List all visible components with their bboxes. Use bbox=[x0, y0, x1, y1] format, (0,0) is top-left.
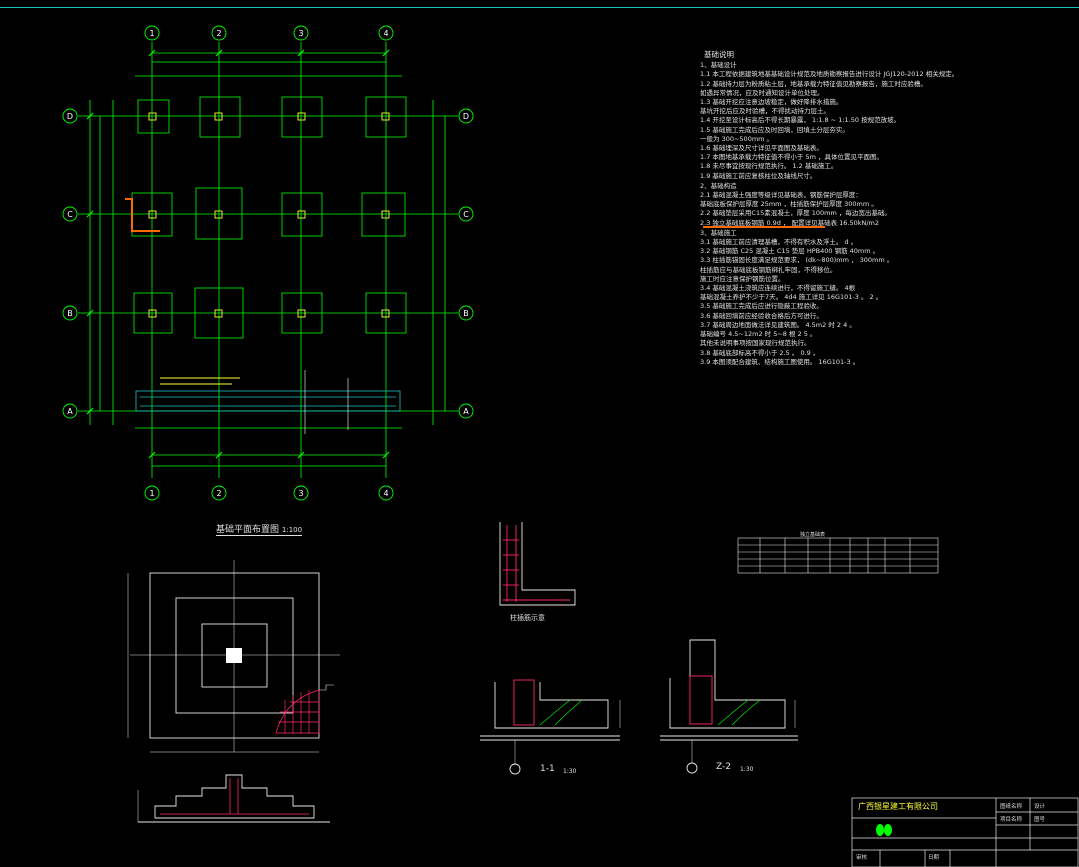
notes-line: 基础混凝土养护不少于7天。 4d4 施工详见 16G101-3 。 2 。 bbox=[700, 293, 883, 302]
notes-line: 3.9 本图须配合建筑、结构施工图使用。 16G101-3 。 bbox=[700, 357, 860, 366]
title-block-cell: 图纸名称 bbox=[1000, 804, 1023, 810]
general-notes: 基础说明 1、基础设计 1.1 本工程依据建筑地基基础设计规范及地质勘察报告进行… bbox=[700, 50, 1070, 367]
title-block-cell: 日期 bbox=[928, 855, 940, 861]
notes-line: 如遇异常情况，应及时通知设计单位处理。 bbox=[700, 88, 824, 97]
company-name: 广西银星建工有限公司 bbox=[858, 802, 938, 811]
notes-line: 1.1 本工程依据建筑地基基础设计规范及地质勘察报告进行设计 JGJ120-20… bbox=[700, 70, 959, 79]
notes-line: 其他未说明事项按国家现行规范执行。 bbox=[700, 339, 811, 348]
notes-section-head: 2、基础构造 bbox=[700, 181, 737, 190]
notes-section-2: 2、基础构造 2.1 基础混凝土强度等级详见基础表，钢筋保护层厚度： 基础底板保… bbox=[700, 182, 1070, 228]
axis-label-left-d: D bbox=[67, 112, 73, 121]
notes-line: 1.3 基础开挖应注意边坡稳定，做好降排水措施。 bbox=[700, 98, 843, 107]
axis-label-right-d: D bbox=[463, 112, 469, 121]
title-block bbox=[851, 797, 1079, 867]
axis-bubbles bbox=[62, 25, 474, 501]
notes-line: 1.6 基础埋深及尺寸详见平面图及基础表。 bbox=[700, 144, 823, 153]
notes-line: 基础底板保护层厚度 25mm ，柱插筋保护层厚度 300mm 。 bbox=[700, 200, 878, 209]
notes-line: 2.2 基础垫层采用C15素混凝土，厚度 100mm ，每边宽出基础。 bbox=[700, 209, 891, 218]
plan-title-text: 基础平面布置图 bbox=[216, 525, 280, 535]
notes-line: 3.4 基础混凝土浇筑应连续进行，不得留施工缝。 4根 bbox=[700, 284, 856, 293]
axis-label-top-1: 1 bbox=[149, 29, 154, 38]
notes-line: 1.7 本图地基承载力特征值不得小于 5m ，具体位置见平面图。 bbox=[700, 153, 884, 162]
notes-section-head: 1、基础设计 bbox=[700, 61, 737, 70]
axis-label-bottom-1: 1 bbox=[149, 489, 154, 498]
axis-label-bottom-2: 2 bbox=[216, 489, 221, 498]
notes-line: 3.2 基础钢筋 C25 混凝土 C15 垫层 HPB400 钢筋 40mm 。 bbox=[700, 247, 880, 256]
notes-line: 基坑开挖后应及时验槽，不得扰动持力层土。 bbox=[700, 107, 830, 116]
axis-label-bottom-4: 4 bbox=[383, 489, 388, 498]
notes-line: 柱插筋应与基础底板钢筋绑扎牢固，不得移位。 bbox=[700, 265, 837, 274]
section-z-2-scale: 1:30 bbox=[740, 766, 754, 773]
footing-elevation bbox=[137, 774, 330, 823]
foundation-plan bbox=[78, 42, 458, 478]
title-block-cell: 图号 bbox=[1034, 817, 1046, 823]
notes-line: 基础编号 4.5~12m2 时 5~8 根 2 5 。 bbox=[700, 330, 817, 339]
notes-line: 3.8 基础底部标高不得小于 2.5 。 0.9 。 bbox=[700, 348, 820, 357]
notes-section-1: 1、基础设计 1.1 本工程依据建筑地基基础设计规范及地质勘察报告进行设计 JG… bbox=[700, 61, 1070, 181]
notes-section-head: 3、基础施工 bbox=[700, 228, 737, 237]
section-z-2 bbox=[660, 639, 798, 774]
top-border-line bbox=[0, 7, 1079, 8]
notes-line: 3.1 基础施工前应清理基槽，不得有积水及浮土。 d 。 bbox=[700, 238, 858, 247]
notes-line: 2.3 独立基础底板钢筋 0.9d ， 配置详见基础表 16.50kN/m2 bbox=[700, 218, 880, 227]
axis-label-left-c: C bbox=[67, 210, 73, 219]
axis-label-bottom-3: 3 bbox=[298, 489, 303, 498]
title-block-cell: 审核 bbox=[856, 855, 868, 861]
footing-column-block bbox=[226, 648, 242, 663]
notes-line: 施工时应注意保护钢筋位置。 bbox=[700, 274, 785, 283]
axis-label-top-2: 2 bbox=[216, 29, 221, 38]
title-block-cell: 项目名称 bbox=[1000, 817, 1023, 823]
notes-line: 1.8 未尽事宜按现行规范执行。 1.2 基础施工。 bbox=[700, 162, 838, 171]
notes-line: 一般为 300~500mm 。 bbox=[700, 134, 774, 143]
axis-label-left-b: B bbox=[67, 309, 73, 318]
notes-line: 3.7 基础周边地面做法详见建筑图。 4.5m2 时 2 4 。 bbox=[700, 320, 856, 329]
notes-line: 1.9 基础施工前应复核柱位及轴线尺寸。 bbox=[700, 171, 817, 180]
plan-title: 基础平面布置图 1:100 bbox=[216, 522, 303, 536]
section-1-1-label: 1-1 bbox=[540, 764, 555, 774]
notes-line: 1.4 开挖至设计标高后不得长期暴露， 1:1.8 ~ 1:1.50 按规范放坡… bbox=[700, 116, 901, 125]
plan-scale: 1:100 bbox=[281, 526, 303, 534]
dowel-detail bbox=[499, 522, 576, 606]
highlight-markup bbox=[125, 198, 825, 232]
plan-columns bbox=[148, 112, 390, 385]
axis-label-right-c: C bbox=[463, 210, 469, 219]
company-logo bbox=[876, 824, 892, 836]
footing-schedule-table bbox=[737, 537, 939, 574]
axis-label-right-b: B bbox=[463, 309, 469, 318]
notes-line: 1.5 基础施工完成后应及时回填，回填土分层夯实。 bbox=[700, 125, 849, 134]
axis-bubble-labels: 1 2 3 4 1 2 3 4 D C B A D C B A bbox=[67, 29, 469, 498]
notes-line: 3.3 柱插筋锚固长度满足规范要求， (dk~800)mm ， 300mm 。 bbox=[700, 256, 894, 265]
notes-line: 3.6 基础回填前应经验收合格后方可进行。 bbox=[700, 311, 823, 320]
notes-section-3: 3、基础施工 3.1 基础施工前应清理基槽，不得有积水及浮土。 d 。 3.2 … bbox=[700, 229, 1070, 367]
dowel-detail-label: 柱插筋示意 bbox=[510, 614, 545, 622]
notes-line: 2.1 基础混凝土强度等级详见基础表，钢筋保护层厚度： bbox=[700, 191, 862, 200]
rebar-hatch bbox=[275, 689, 320, 734]
section-1-1 bbox=[480, 682, 621, 775]
schedule-title: 独立基础表 bbox=[800, 532, 826, 538]
notes-line: 3.5 基础施工完成后应进行隐蔽工程验收。 bbox=[700, 302, 823, 311]
notes-title: 基础说明 bbox=[704, 50, 734, 59]
axis-label-top-4: 4 bbox=[383, 29, 388, 38]
section-z-2-label: Z-2 bbox=[716, 762, 731, 772]
notes-line: 1.2 基础持力层为粉质粘土层，地基承载力特征值见勘察报告，施工时应验槽。 bbox=[700, 79, 927, 88]
axis-label-top-3: 3 bbox=[298, 29, 303, 38]
axis-label-left-a: A bbox=[67, 407, 73, 416]
title-block-cell: 设计 bbox=[1034, 804, 1046, 810]
section-1-1-scale: 1:30 bbox=[563, 768, 577, 775]
axis-label-right-a: A bbox=[463, 407, 469, 416]
